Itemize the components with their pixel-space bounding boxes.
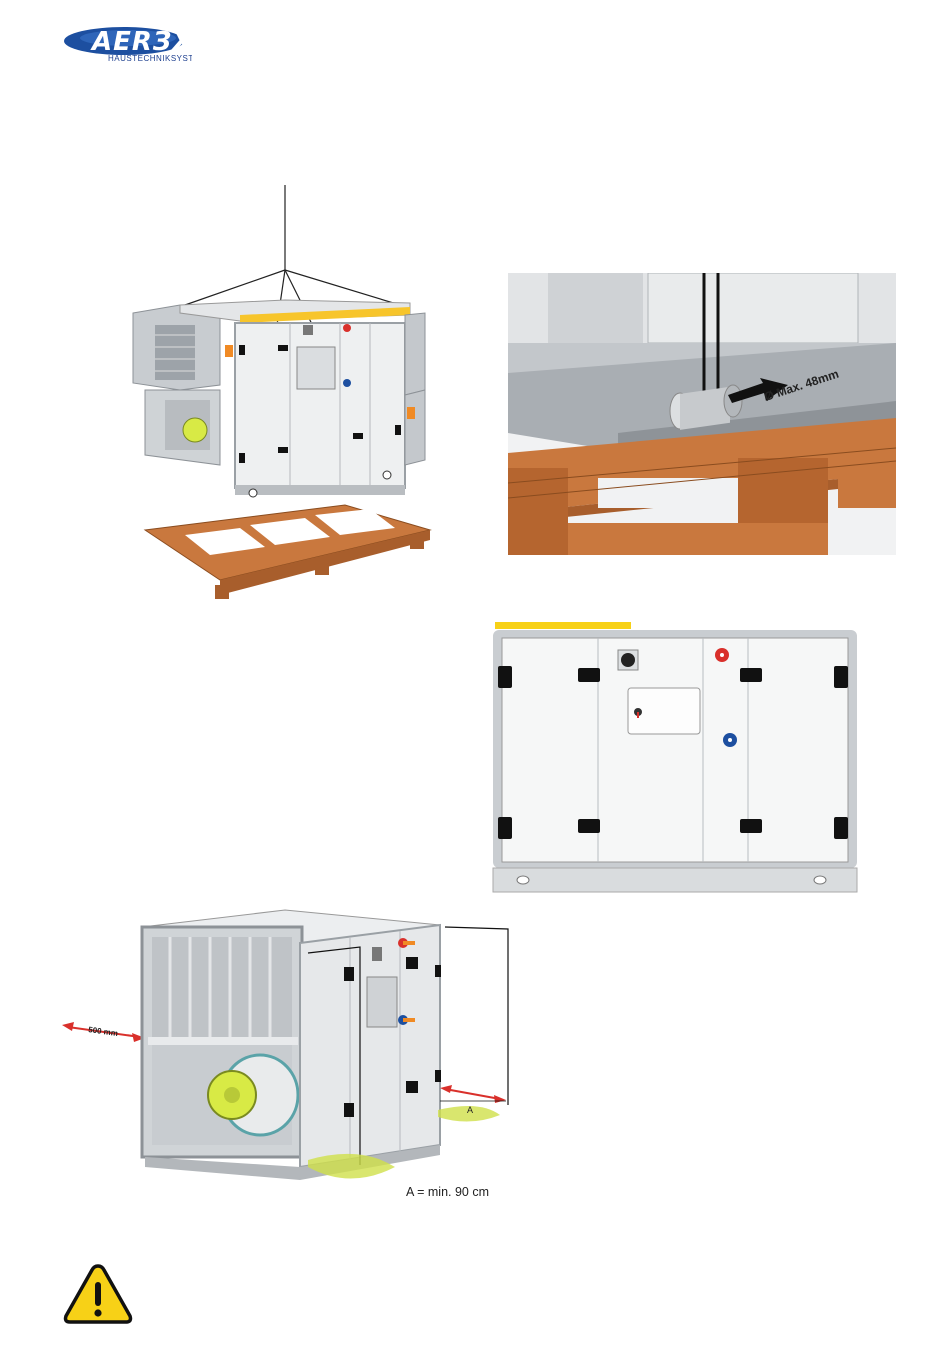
- clearance-caption: A = min. 90 cm: [406, 1185, 489, 1199]
- figure-front-view: [490, 622, 860, 894]
- warning-icon: [62, 1262, 134, 1326]
- brand-name: AERЗX: [90, 27, 192, 57]
- figure-service-clearance: 500 mm: [60, 905, 520, 1195]
- figure-lifting-unit: [125, 185, 435, 605]
- brand-logo: AERЗX HAUSTECHNIKSYSTEME: [62, 24, 192, 64]
- side-clearance-label: 500 mm: [88, 1025, 119, 1038]
- pallet-icon: [145, 505, 430, 599]
- side-clearance-arrow: 500 mm: [62, 1022, 145, 1042]
- brand-tagline: HAUSTECHNIKSYSTEME: [108, 54, 192, 63]
- figure-pallet-rod-detail: Ø Max. 48mm: [508, 273, 896, 555]
- door-clearance-label: A: [467, 1105, 473, 1115]
